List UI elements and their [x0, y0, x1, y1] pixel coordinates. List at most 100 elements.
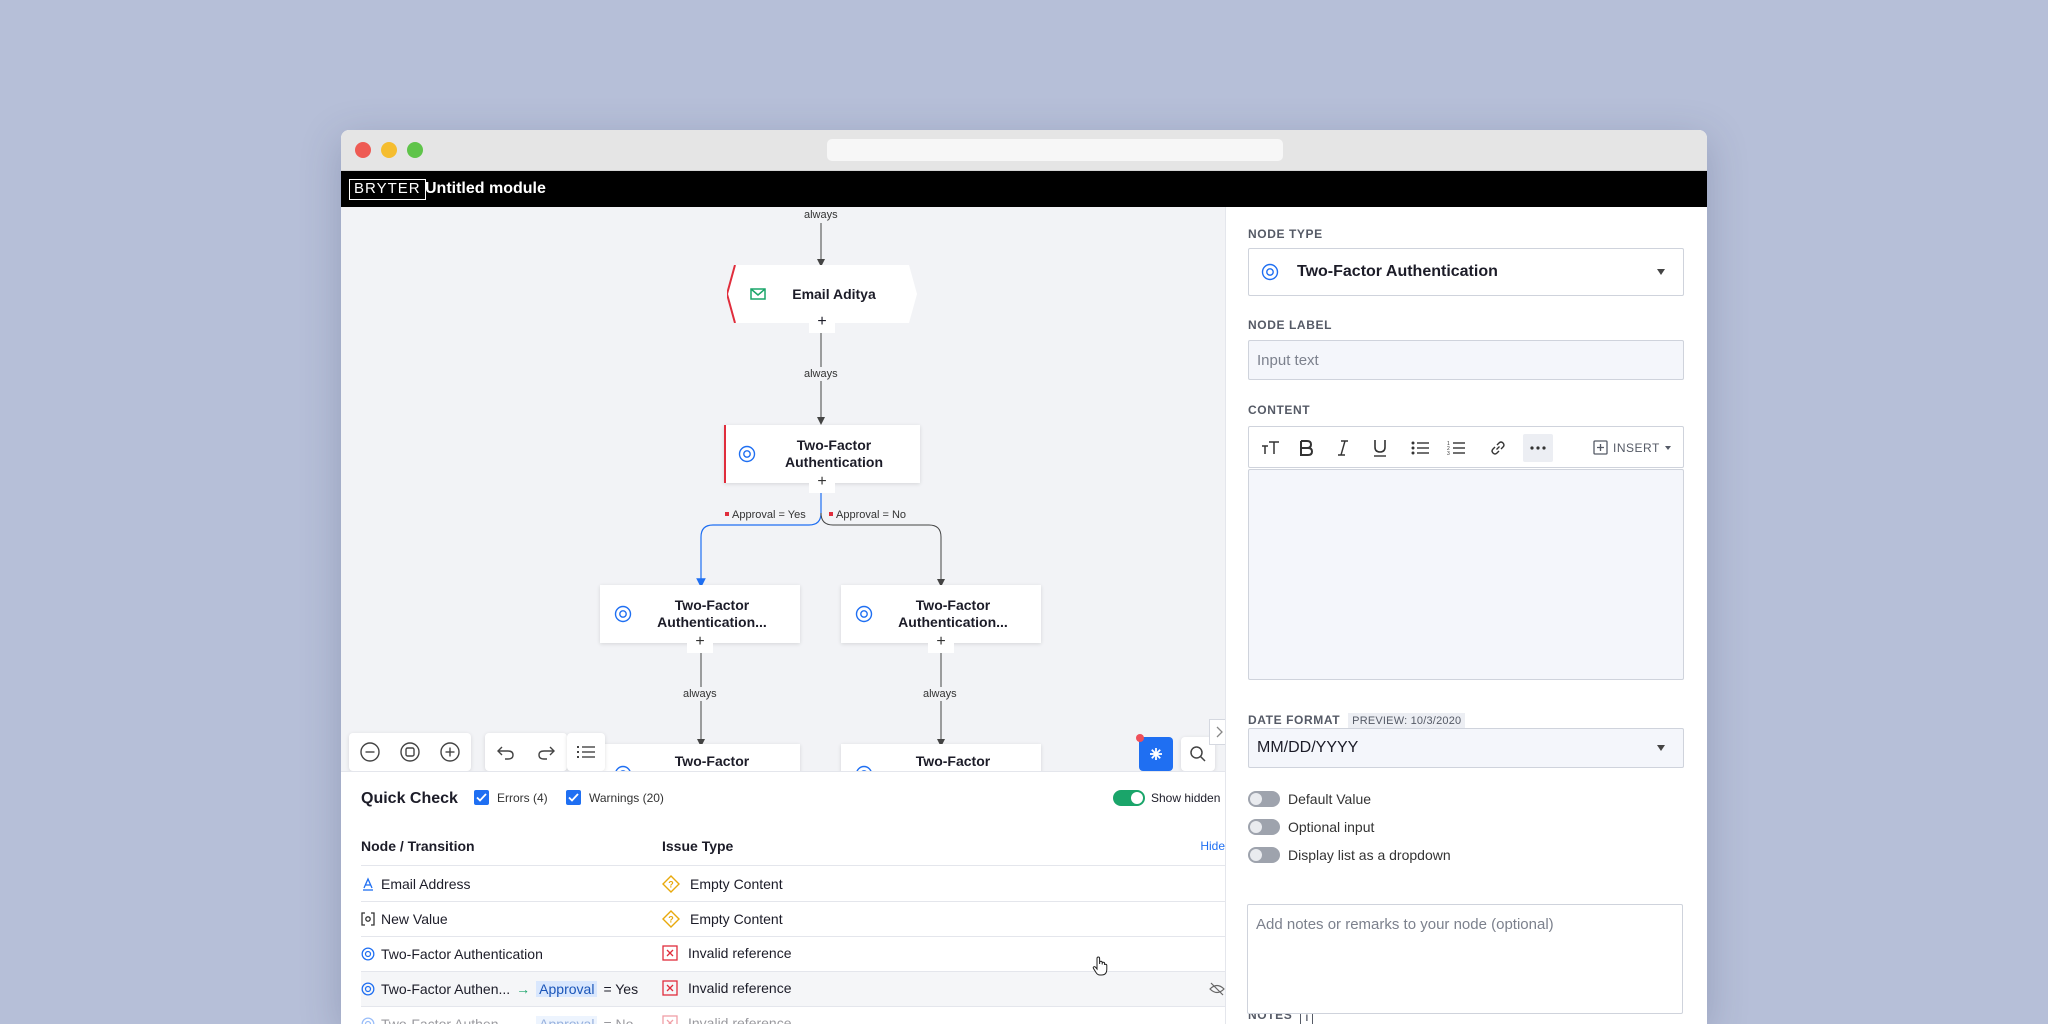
table-row[interactable]: Two-Factor Authentication Invalid refere…	[361, 937, 1225, 972]
option-label: Optional input	[1288, 819, 1375, 835]
dropdown-list-option[interactable]: Display list as a dropdown	[1248, 847, 1451, 863]
node-two-factor-authentication-no[interactable]: Two-Factor Authentication... +	[841, 585, 1041, 653]
add-node-button[interactable]: +	[687, 633, 713, 653]
add-node-button[interactable]: +	[809, 313, 835, 333]
variable-icon	[361, 912, 375, 926]
warning-icon: ?	[662, 910, 680, 928]
insert-label: INSERT	[1613, 440, 1660, 455]
edge-label: always	[681, 687, 719, 701]
more-formatting-button[interactable]	[1523, 434, 1553, 462]
edge-label-approval-no[interactable]: Approval = No	[827, 508, 909, 522]
zoom-toolbar	[349, 733, 471, 771]
edge-label-approval-yes[interactable]: Approval = Yes	[723, 508, 808, 522]
table-row[interactable]: New Value ? Empty Content	[361, 902, 1225, 937]
history-toolbar	[485, 733, 567, 771]
bullet-list-icon[interactable]	[1411, 441, 1429, 455]
option-label: Display list as a dropdown	[1288, 847, 1451, 863]
insert-button[interactable]: INSERT	[1593, 440, 1671, 455]
warnings-checkbox[interactable]	[566, 790, 581, 805]
node-two-factor-authentication[interactable]: Two-Factor Authentication +	[724, 425, 920, 493]
edge-label: always	[802, 367, 840, 381]
italic-icon[interactable]	[1337, 440, 1349, 456]
app-header: BRYTER Untitled module	[341, 171, 1707, 207]
two-factor-icon	[1261, 263, 1279, 281]
numbered-list-icon[interactable]: 123	[1447, 441, 1465, 455]
show-hidden-toggle[interactable]: Show hidden	[1113, 790, 1220, 806]
dropdown-list-toggle[interactable]	[1248, 847, 1280, 863]
hide-issue-icon[interactable]	[1209, 982, 1225, 996]
table-row[interactable]: Two-Factor Authen... → Approval = No Inv…	[361, 1007, 1225, 1024]
default-value-toggle[interactable]	[1248, 791, 1280, 807]
undo-button[interactable]	[491, 737, 521, 767]
check-icon	[568, 793, 579, 802]
undo-icon	[497, 746, 514, 760]
errors-filter[interactable]: Errors (4)	[474, 790, 548, 805]
fit-view-icon	[400, 742, 420, 762]
minimize-window-button[interactable]	[381, 142, 397, 158]
zoom-in-button[interactable]	[435, 737, 465, 767]
notes-input[interactable]: Add notes or remarks to your node (optio…	[1247, 904, 1683, 1014]
assistant-button[interactable]	[1136, 734, 1173, 771]
bold-icon[interactable]	[1299, 440, 1313, 456]
list-view-button[interactable]	[571, 737, 601, 767]
node-two-factor-bottom-left[interactable]: Two-Factor	[600, 744, 800, 771]
variable-pill: Approval	[536, 1016, 598, 1024]
table-row[interactable]: Two-Factor Authen... → Approval = Yes In…	[361, 972, 1225, 1007]
node-label-input[interactable]: Input text	[1248, 340, 1684, 380]
module-title[interactable]: Untitled module	[425, 180, 546, 197]
table-row[interactable]: Email Address ? Empty Content	[361, 867, 1225, 902]
error-marker	[724, 425, 726, 483]
date-format-select[interactable]: MM/DD/YYYY	[1248, 728, 1684, 768]
link-icon[interactable]	[1489, 439, 1507, 457]
sparkle-icon	[1150, 748, 1162, 760]
node-two-factor-bottom-right[interactable]: Two-Factor	[841, 744, 1041, 771]
two-factor-icon	[738, 445, 756, 463]
edge-approval-yes	[696, 479, 822, 588]
warnings-filter[interactable]: Warnings (20)	[566, 790, 664, 805]
errors-label: Errors (4)	[497, 790, 548, 805]
optional-input-toggle[interactable]	[1248, 819, 1280, 835]
node-type-select[interactable]: Two-Factor Authentication	[1248, 248, 1684, 296]
add-node-button[interactable]: +	[809, 473, 835, 493]
underline-icon[interactable]	[1373, 439, 1387, 457]
show-hidden-switch[interactable]	[1113, 790, 1145, 806]
address-bar[interactable]	[827, 139, 1283, 161]
node-two-factor-authentication-yes[interactable]: Two-Factor Authentication... +	[600, 585, 800, 653]
text-size-icon[interactable]	[1261, 440, 1281, 456]
maximize-window-button[interactable]	[407, 142, 423, 158]
row-issue: Invalid reference	[688, 980, 792, 996]
node-type-label: NODE TYPE	[1248, 227, 1323, 241]
error-icon	[662, 945, 678, 961]
content-editor[interactable]	[1248, 469, 1684, 680]
redo-button[interactable]	[531, 737, 561, 767]
notification-dot	[1136, 734, 1144, 742]
redo-icon	[538, 746, 555, 760]
row-node: Two-Factor Authen...	[381, 1016, 511, 1024]
search-icon	[1190, 746, 1206, 762]
svg-text:1: 1	[1447, 441, 1450, 447]
variable-pill: Approval	[536, 981, 598, 997]
errors-checkbox[interactable]	[474, 790, 489, 805]
close-window-button[interactable]	[355, 142, 371, 158]
flow-canvas[interactable]: always always Approval = Yes Approval = …	[341, 207, 1225, 771]
fit-view-button[interactable]	[395, 737, 425, 767]
optional-input-option[interactable]: Optional input	[1248, 819, 1374, 835]
list-icon	[577, 746, 595, 758]
add-node-button[interactable]: +	[928, 633, 954, 653]
arrow-right-icon: →	[516, 1016, 531, 1024]
default-value-option[interactable]: Default Value	[1248, 791, 1371, 807]
zoom-out-icon	[360, 742, 380, 762]
arrow-right-icon: →	[516, 981, 531, 997]
bryter-logo[interactable]: BRYTER	[349, 179, 426, 200]
node-type-value: Two-Factor Authentication	[1297, 263, 1498, 280]
node-label: Email Aditya	[792, 285, 876, 302]
option-label: Default Value	[1288, 791, 1372, 807]
hide-link[interactable]: Hide	[1200, 839, 1225, 853]
error-icon	[662, 1015, 678, 1024]
warnings-label: Warnings (20)	[589, 790, 664, 805]
zoom-out-button[interactable]	[355, 737, 385, 767]
edge-approval-no	[820, 512, 945, 587]
row-issue: Invalid reference	[688, 945, 792, 961]
two-factor-icon	[361, 982, 375, 996]
